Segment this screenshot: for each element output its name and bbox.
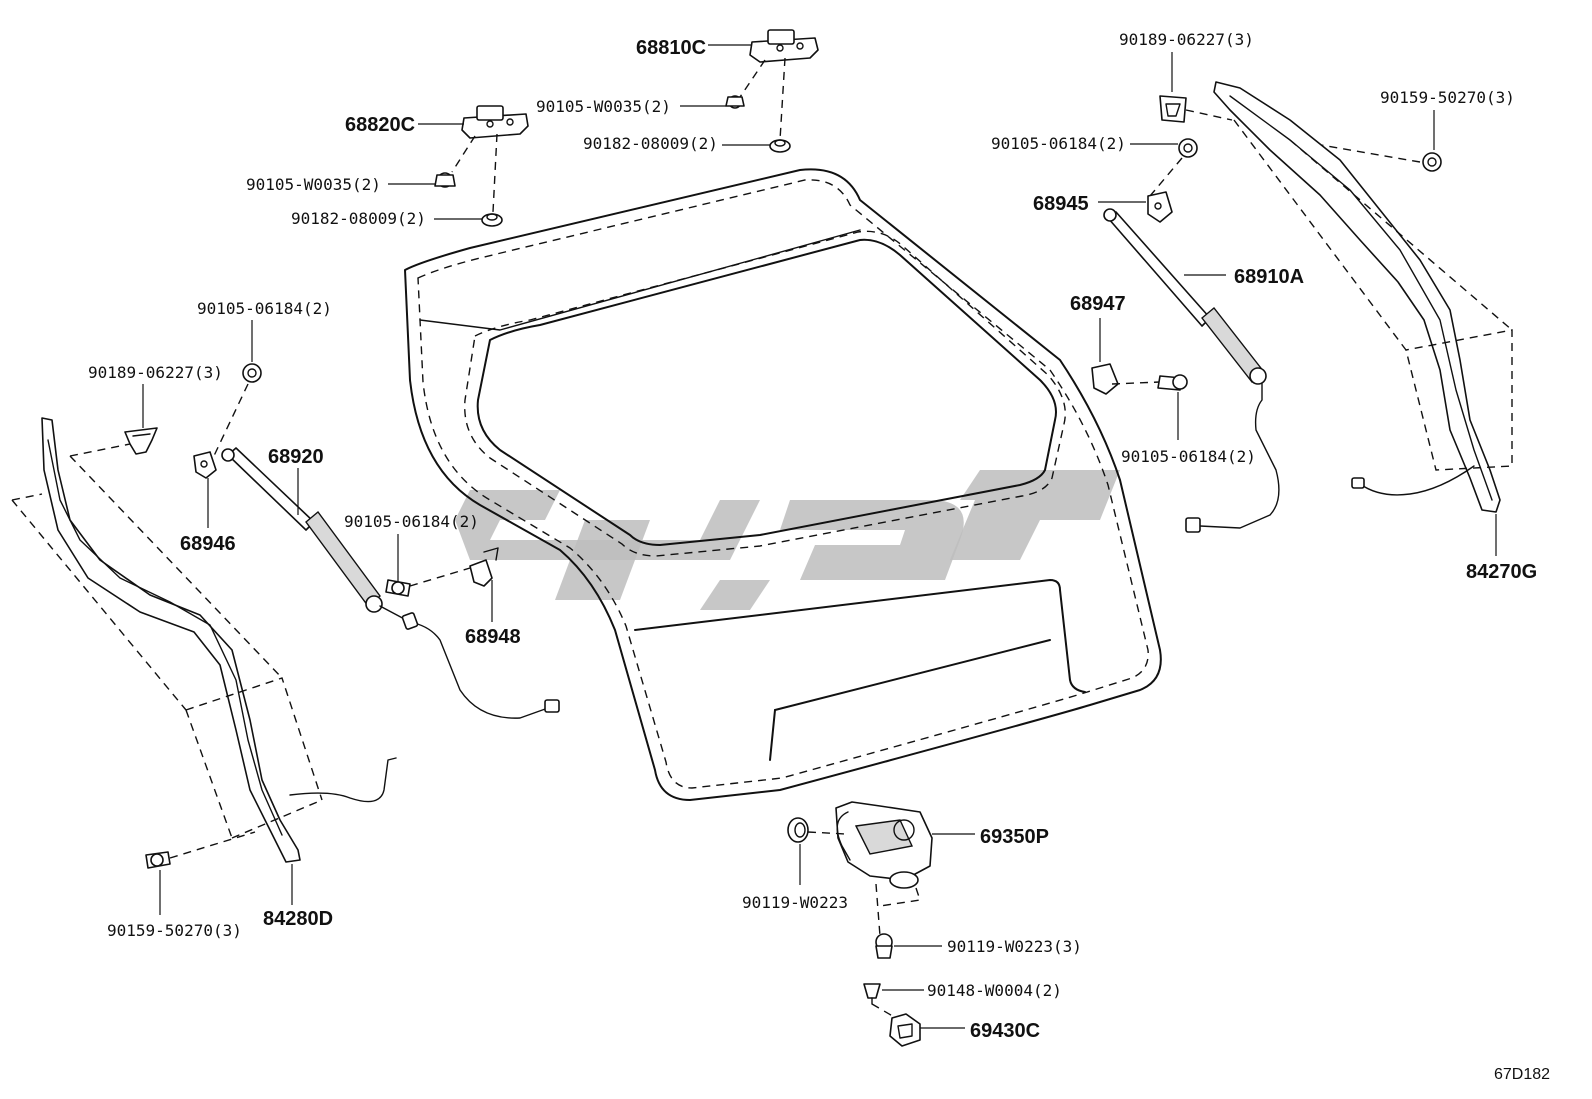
label-90105-06184-left: 90105-06184(2) — [197, 299, 332, 318]
bracket-68948 — [469, 547, 499, 587]
label-90189-06227-right: 90189-06227(3) — [1119, 30, 1254, 49]
label-69350P: 69350P — [980, 826, 1049, 848]
label-68920: 68920 — [268, 446, 324, 468]
label-68945: 68945 — [1033, 193, 1089, 215]
hinge-68820C — [461, 105, 529, 139]
clip-90189-06227-right — [1159, 95, 1187, 123]
bolt-90105-W0035-top — [725, 95, 745, 109]
grommet-90119-W0223 — [787, 817, 809, 843]
clip-90189-06227-left — [124, 427, 158, 455]
hinge-68810C — [749, 29, 819, 63]
bracket-68946 — [193, 451, 217, 479]
label-90182-08009-top: 90182-08009(2) — [583, 134, 718, 153]
label-68820C: 68820C — [345, 114, 415, 136]
label-90105-06184-right2: 90105-06184(2) — [1121, 447, 1256, 466]
label-90119-W0223: 90119-W0223 — [742, 893, 848, 912]
nut-90182-08009-top — [769, 139, 791, 153]
garnish-84280D — [41, 417, 397, 863]
diagram-ref-code: 67D182 — [1494, 1066, 1550, 1083]
bracket-68945 — [1147, 191, 1173, 223]
back-door-panel — [404, 168, 1162, 801]
bolt-90105-06184-mid — [385, 579, 411, 597]
label-90105-W0035-top: 90105-W0035(2) — [536, 97, 671, 116]
bolt-90105-06184-left — [242, 363, 262, 383]
watermark-logo — [455, 470, 1120, 610]
screw-90148-W0004 — [863, 983, 881, 1005]
label-68810C: 68810C — [636, 37, 706, 59]
bolt-90105-06184-right — [1178, 138, 1198, 158]
label-84280D: 84280D — [263, 908, 333, 930]
garnish-84270G — [1213, 81, 1501, 513]
gas-strut-68920 — [221, 447, 560, 719]
label-68948: 68948 — [465, 626, 521, 648]
label-90182-08009-left: 90182-08009(2) — [291, 209, 426, 228]
bolt-90159-50270-right — [1422, 152, 1442, 172]
label-90105-06184-right: 90105-06184(2) — [991, 134, 1126, 153]
label-90148-W0004: 90148-W0004(2) — [927, 981, 1062, 1000]
label-69430C: 69430C — [970, 1020, 1040, 1042]
label-84270G: 84270G — [1466, 561, 1537, 583]
label-90105-06184-mid: 90105-06184(2) — [344, 512, 479, 531]
label-90159-50270-right: 90159-50270(3) — [1380, 88, 1515, 107]
bolt-90105-06184-right2 — [1157, 374, 1188, 391]
nut-90182-08009-left — [481, 213, 503, 227]
striker-69430C — [889, 1013, 921, 1047]
label-68947: 68947 — [1070, 293, 1126, 315]
label-90159-50270-left: 90159-50270(3) — [107, 921, 242, 940]
label-90105-W0035-left: 90105-W0035(2) — [246, 175, 381, 194]
bolt-90119-W0223-3 — [875, 933, 893, 959]
label-68946: 68946 — [180, 533, 236, 555]
bolt-90105-W0035-left — [434, 172, 456, 188]
gas-strut-68910A — [1103, 208, 1280, 533]
label-90119-W0223-3: 90119-W0223(3) — [947, 937, 1082, 956]
label-68910A: 68910A — [1234, 266, 1304, 288]
label-90189-06227-left: 90189-06227(3) — [88, 363, 223, 382]
bolt-90159-50270-left — [145, 851, 171, 869]
bracket-68947 — [1091, 363, 1119, 395]
lock-assembly-69350P — [835, 801, 933, 889]
